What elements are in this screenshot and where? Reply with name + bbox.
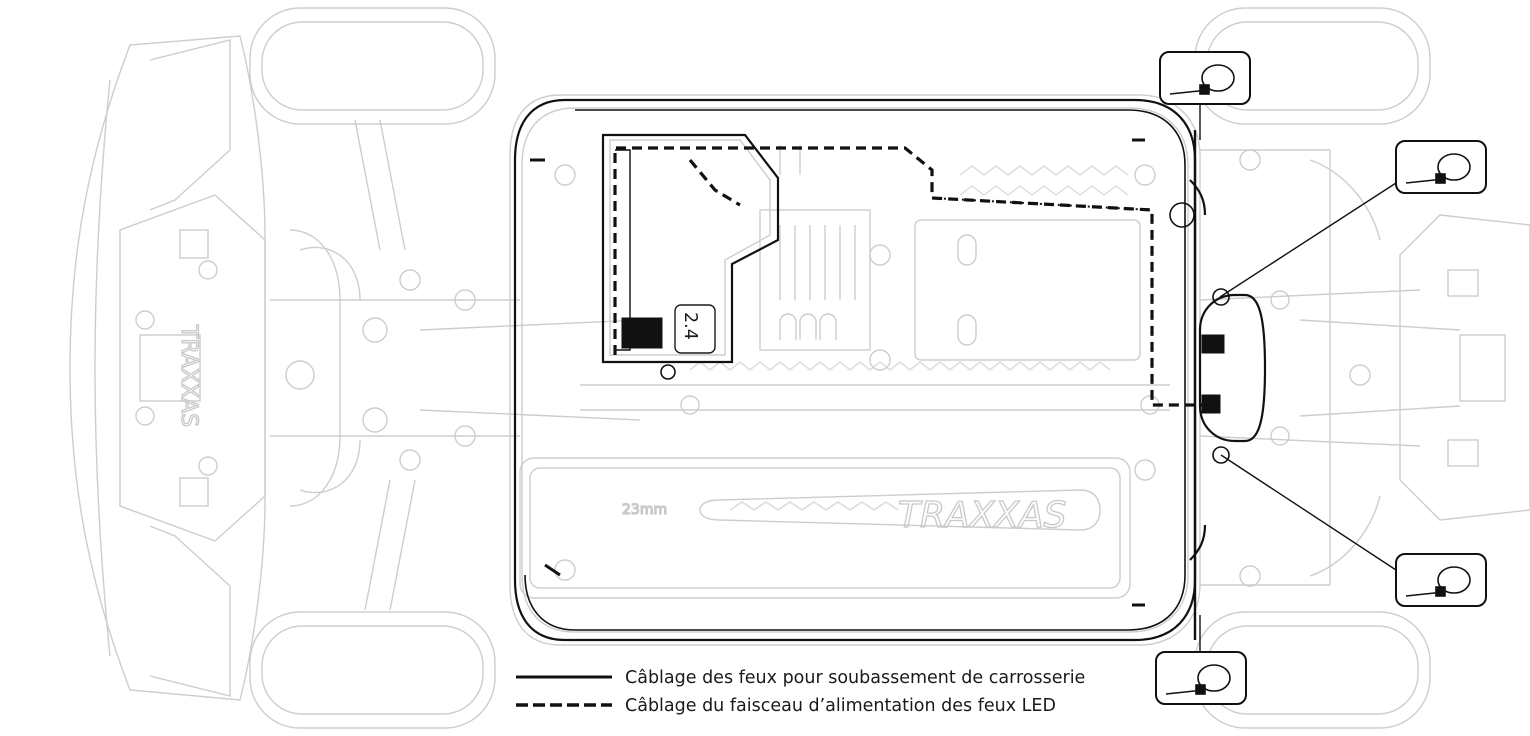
cable-tie-icon xyxy=(1405,566,1471,597)
front-right-wheel xyxy=(249,611,496,729)
callout-cable-tie-4 xyxy=(1155,651,1247,705)
svg-text:2.4: 2.4 xyxy=(680,312,700,340)
callout-cable-tie-1 xyxy=(1159,51,1251,105)
legend-item-dashed: Câblage du faisceau d’alimentation des f… xyxy=(516,696,1056,716)
legend: Câblage des feux pour soubassement de ca… xyxy=(505,660,1150,724)
rear-wing xyxy=(1399,214,1530,521)
cable-tie-icon xyxy=(1165,664,1231,695)
callout-cable-tie-3 xyxy=(1395,553,1487,607)
legend-label-solid: Câblage des feux pour soubassement de ca… xyxy=(625,668,1085,688)
legend-item-solid: Câblage des feux pour soubassement de ca… xyxy=(516,668,1085,688)
battery-pack xyxy=(519,457,1131,599)
wiring xyxy=(513,98,1397,652)
cable-tie-icon xyxy=(1169,64,1235,95)
chassis-line-art xyxy=(69,7,1530,729)
callout-cable-tie-2 xyxy=(1395,140,1487,194)
leader-lines xyxy=(1199,105,1397,652)
front-bumper xyxy=(69,35,266,701)
chassis-tub xyxy=(509,94,1201,646)
legend-label-dashed: Câblage du faisceau d’alimentation des f… xyxy=(625,696,1056,716)
receiver-badge: 2.4 xyxy=(674,304,716,354)
battery-size-engraving: 23mm xyxy=(622,502,667,518)
front-left-wheel xyxy=(249,7,496,125)
battery-brand-engraving: TRAXXAS xyxy=(898,495,1066,536)
led-harness-wiring xyxy=(613,146,1205,407)
cable-tie-icon xyxy=(1405,153,1471,184)
front-brand-engraving: TRAXXAS xyxy=(176,324,201,427)
front-bumper-plate xyxy=(119,194,266,542)
chassis-outline xyxy=(513,98,1197,642)
